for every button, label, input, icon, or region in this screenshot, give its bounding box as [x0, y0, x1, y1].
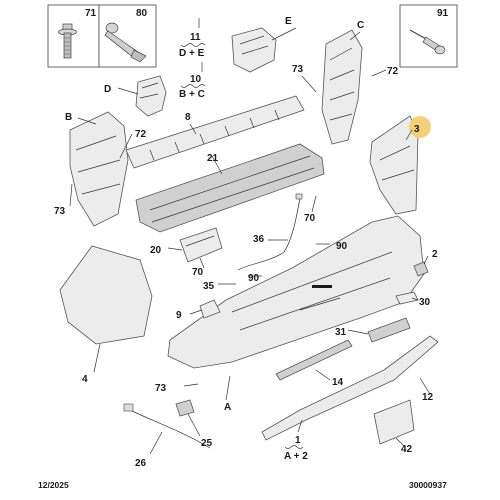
callout-73-top: 73 — [292, 64, 304, 75]
callout-12: 12 — [422, 392, 434, 403]
inset-label-71: 71 — [85, 8, 97, 19]
callout-25: 25 — [201, 438, 213, 449]
callout-42: 42 — [401, 444, 413, 455]
callout-90-right: 90 — [336, 241, 348, 252]
footer-date: 12/2025 — [38, 480, 69, 490]
clip-pin-icon — [104, 22, 147, 63]
callout-labels: 11 D + E 10 B + C E C 73 72 D B 72 8 21 … — [54, 16, 438, 469]
bracket-c — [321, 29, 363, 145]
trim-strip-14 — [275, 339, 353, 381]
callout-10: 10 — [190, 74, 202, 85]
highlight-circle-3 — [409, 116, 431, 138]
bracket-9 — [199, 299, 221, 319]
cover-4 — [59, 245, 153, 345]
callout-2: 2 — [432, 249, 438, 260]
callout-11-sub: D + E — [179, 48, 205, 59]
callout-e: E — [285, 16, 292, 27]
callout-d: D — [104, 84, 111, 95]
callout-9: 9 — [176, 310, 182, 321]
callout-3: 3 — [414, 124, 420, 135]
callout-70-left: 70 — [192, 267, 204, 278]
callout-c: C — [357, 20, 364, 31]
callout-11: 11 — [190, 32, 201, 43]
bolt-flange-icon — [58, 23, 77, 59]
callout-10-sub: B + C — [179, 89, 205, 100]
callout-4: 4 — [82, 374, 88, 385]
energy-absorber-8 — [125, 95, 305, 169]
callout-72-left: 72 — [135, 129, 147, 140]
inset-box-80: 80 — [98, 4, 157, 68]
callout-73-left: 73 — [54, 206, 66, 217]
corner-cover-3 — [369, 115, 419, 215]
callout-1-sub: A + 2 — [284, 451, 308, 462]
callout-14: 14 — [332, 377, 344, 388]
callout-30: 30 — [419, 297, 431, 308]
callout-b: B — [65, 112, 72, 123]
leader-lines — [69, 18, 431, 455]
bracket-e — [231, 27, 277, 73]
callout-20: 20 — [150, 245, 162, 256]
sensor-2 — [413, 261, 429, 277]
bracket-25 — [175, 399, 195, 417]
callout-73-bottom: 73 — [155, 383, 167, 394]
callout-26: 26 — [135, 458, 147, 469]
bracket-31 — [367, 317, 411, 343]
callout-36: 36 — [253, 234, 265, 245]
callout-72-right: 72 — [387, 66, 399, 77]
inset-label-80: 80 — [136, 8, 148, 19]
callout-1: 1 — [295, 435, 301, 446]
inset-box-71: 71 — [47, 4, 100, 68]
diffuser-12 — [261, 335, 439, 441]
rivet-icon — [409, 29, 446, 55]
wiring-harness-36 — [237, 193, 303, 271]
bumper-cover-a: ▬▬ — [167, 215, 425, 369]
callout-21: 21 — [207, 153, 219, 164]
callout-31: 31 — [335, 327, 347, 338]
inset-label-91: 91 — [437, 8, 449, 19]
harness-26 — [123, 403, 211, 449]
reinforcement-beam-21 — [135, 143, 325, 233]
callout-35: 35 — [203, 281, 215, 292]
bracket-20 — [179, 227, 223, 263]
footer-ref: 30000937 — [409, 480, 447, 490]
callout-90-left: 90 — [248, 273, 260, 284]
bracket-b — [69, 111, 129, 227]
callout-8: 8 — [185, 112, 191, 123]
bracket-d — [135, 75, 167, 117]
callout-70-right: 70 — [304, 213, 316, 224]
inset-box-91: 91 — [399, 4, 458, 68]
bumper-emblem: ▬▬ — [312, 280, 332, 291]
plate-bracket-42 — [373, 399, 415, 445]
callout-a: A — [224, 402, 231, 413]
